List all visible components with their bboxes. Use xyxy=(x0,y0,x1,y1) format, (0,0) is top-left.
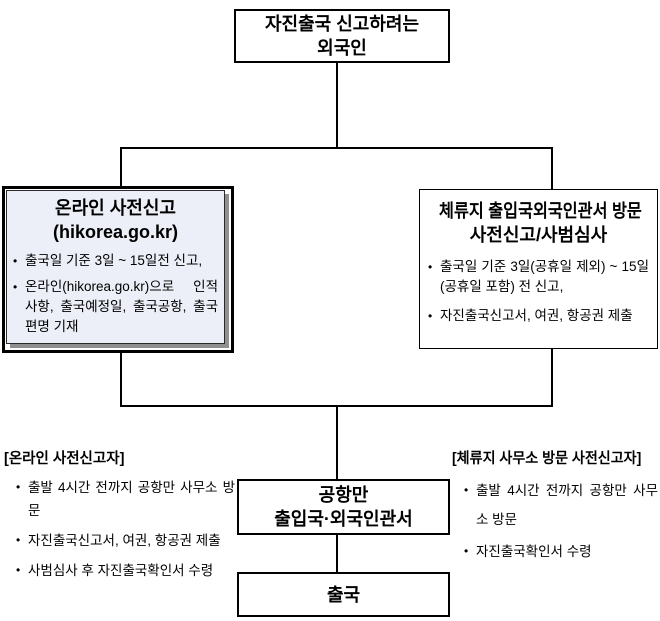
start-box-line2: 외국인 xyxy=(317,38,367,58)
bullet-text: 출국일 기준 3일 ~ 15일전 신고, xyxy=(25,253,203,268)
list-item: • 자진출국신고서, 여권, 항공권 제출 xyxy=(16,529,235,552)
connector-branch-bar xyxy=(120,147,553,149)
list-item: • 출국일 기준 3일(공휴일 제외) ~ 15일(공휴일 포함) 전 신고, xyxy=(428,257,649,297)
bullet-text: 출발 4시간 전까지 공항만 사무소 방문 xyxy=(476,483,658,527)
list-item: • 출발 4시간 전까지 공항만 사무소 방문 xyxy=(16,476,235,522)
connector-center-stem xyxy=(336,405,338,479)
visit-report-title-line2: 사전신고/사범심사 xyxy=(469,225,608,245)
list-item: • 자진출국신고서, 여권, 항공권 제출 xyxy=(428,306,649,326)
visit-report-title: 체류지 출입국외국인관서 방문 사전신고/사범심사 xyxy=(428,199,649,247)
bullet-text: 자진출국신고서, 여권, 항공권 제출 xyxy=(440,308,633,323)
connector-left-drop xyxy=(120,147,122,187)
bullet-icon: • xyxy=(16,563,21,577)
bullet-icon: • xyxy=(464,483,469,497)
online-report-box: 온라인 사전신고 (hikorea.go.kr) • 출국일 기준 3일 ~ 1… xyxy=(2,186,234,353)
connector-top-stem xyxy=(336,62,338,148)
online-report-title-line1: 온라인 사전신고 xyxy=(55,198,176,218)
list-item: • 출발 4시간 전까지 공항만 사무소 방문 xyxy=(464,476,658,534)
bullet-text: 온라인(hikorea.go.kr)으로 인적 사항, 출국예정일, 출국공항,… xyxy=(25,279,218,334)
bullet-icon: • xyxy=(428,309,433,323)
visit-report-bullets: • 출국일 기준 3일(공휴일 제외) ~ 15일(공휴일 포함) 전 신고, … xyxy=(428,257,649,326)
bullet-text: 자진출국확인서 수령 xyxy=(476,544,592,559)
list-item: • 자진출국확인서 수령 xyxy=(464,537,658,566)
connector-left-merge xyxy=(120,352,122,407)
visit-report-box: 체류지 출입국외국인관서 방문 사전신고/사범심사 • 출국일 기준 3일(공휴… xyxy=(419,189,658,349)
bullet-icon: • xyxy=(428,260,433,274)
visit-report-title-line1: 체류지 출입국외국인관서 방문 xyxy=(439,201,642,221)
list-item: • 출국일 기준 3일 ~ 15일전 신고, xyxy=(13,251,218,271)
visit-note: [체류지 사무소 방문 사전신고자] • 출발 4시간 전까지 공항만 사무소 … xyxy=(452,447,658,569)
connector-departure-stem xyxy=(336,534,338,572)
bullet-text: 자진출국신고서, 여권, 항공권 제출 xyxy=(28,533,221,548)
departure-box: 출국 xyxy=(237,572,450,617)
bullet-icon: • xyxy=(16,533,21,547)
airport-office-line2: 출입국·외국인관서 xyxy=(274,509,413,529)
start-box: 자진출국 신고하려는 외국인 xyxy=(234,9,450,63)
online-note-heading: [온라인 사전신고자] xyxy=(4,451,125,467)
list-item: • 온라인(hikorea.go.kr)으로 인적 사항, 출국예정일, 출국공… xyxy=(13,277,218,337)
online-report-panel: 온라인 사전신고 (hikorea.go.kr) • 출국일 기준 3일 ~ 1… xyxy=(6,190,225,344)
online-note: [온라인 사전신고자] • 출발 4시간 전까지 공항만 사무소 방문 • 자진… xyxy=(4,447,235,589)
bullet-icon: • xyxy=(16,480,21,494)
online-report-title: 온라인 사전신고 (hikorea.go.kr) xyxy=(13,196,218,244)
airport-office-line1: 공항만 xyxy=(318,485,369,505)
visit-note-heading: [체류지 사무소 방문 사전신고자] xyxy=(452,451,642,467)
online-report-title-line2: (hikorea.go.kr) xyxy=(52,222,179,242)
bullet-icon: • xyxy=(464,544,469,558)
online-report-bullets: • 출국일 기준 3일 ~ 15일전 신고, • 온라인(hikorea.go.… xyxy=(13,251,218,337)
bullet-text: 출국일 기준 3일(공휴일 제외) ~ 15일(공휴일 포함) 전 신고, xyxy=(440,259,649,294)
list-item: • 사범심사 후 자진출국확인서 수령 xyxy=(16,559,235,582)
bullet-icon: • xyxy=(13,254,18,268)
start-box-line1: 자진출국 신고하려는 xyxy=(264,14,420,34)
airport-office-box: 공항만 출입국·외국인관서 xyxy=(237,479,450,535)
connector-right-drop xyxy=(551,147,553,190)
departure-box-label: 출국 xyxy=(326,584,361,605)
bullet-text: 사범심사 후 자진출국확인서 수령 xyxy=(28,563,214,578)
bullet-icon: • xyxy=(13,280,18,294)
bullet-text: 출발 4시간 전까지 공항만 사무소 방문 xyxy=(28,480,235,518)
connector-right-merge xyxy=(551,348,553,407)
